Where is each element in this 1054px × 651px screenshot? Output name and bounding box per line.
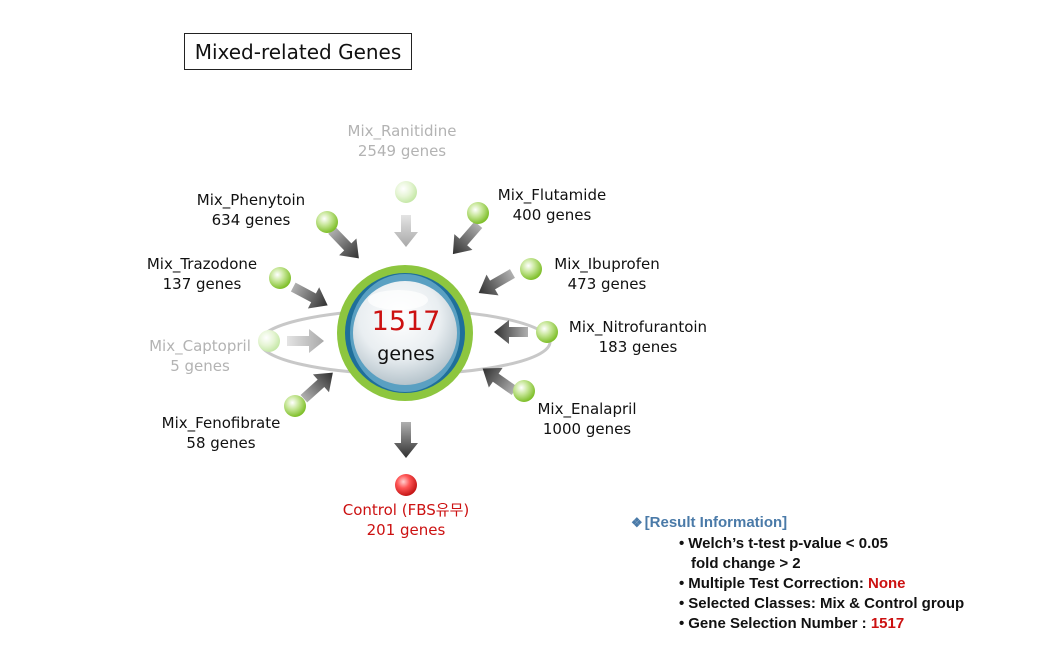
label-trazodone: Mix_Trazodone 137 genes [136,254,268,294]
label-name: Mix_Captopril [149,337,251,355]
label-ranitidine: Mix_Ranitidine 2549 genes [336,121,468,161]
arrow-trazodone [290,282,328,309]
label-genes: 58 genes [186,434,256,452]
result-info-item: •Multiple Test Correction: None [679,574,964,594]
diagram-title: Mixed-related Genes [184,33,412,70]
label-name: Mix_Nitrofurantoin [568,318,708,336]
node-flutamide [467,202,489,224]
label-name: Mix_Ibuprofen [554,255,660,273]
arrow-control [394,422,418,458]
arrow-ranitidine [394,215,418,247]
nodes [258,181,558,496]
label-genes: 473 genes [567,275,647,293]
diamond-bullet-icon: ❖ [631,515,643,530]
bullet-icon: • [679,595,685,612]
label-genes: 137 genes [162,275,242,293]
label-name: Mix_Trazodone [146,255,258,273]
arrow-nitrofurantoin [494,320,528,344]
label-name: Mix_Flutamide [497,186,607,204]
label-flutamide: Mix_Flutamide 400 genes [488,185,616,225]
label-genes: 2549 genes [357,142,447,160]
node-ranitidine [395,181,417,203]
result-info-text: Selected Classes: Mix & Control group [688,595,965,612]
node-enalapril [513,380,535,402]
result-info-text: Welch’s t-test p-value < 0.05 [688,535,888,552]
hub-count: 1517 [371,306,441,337]
arrow-enalapril [482,367,518,395]
result-info-highlight: None [868,575,906,592]
bullet-icon: • [679,535,685,552]
bullet-icon: • [679,575,685,592]
result-info-header: ❖[Result Information] [631,514,964,531]
bullet-icon: • [679,615,685,632]
label-nitrofurantoin: Mix_Nitrofurantoin 183 genes [563,317,713,357]
node-control [395,474,417,496]
label-name: Mix_Fenofibrate [161,414,281,432]
label-name: Mix_Enalapril [537,400,637,418]
label-name: Control (FBS유무) [342,501,470,519]
arrow-flutamide [452,221,483,255]
result-info-list: •Welch’s t-test p-value < 0.05 fold chan… [679,534,964,634]
arrow-fenofibrate [300,372,333,403]
node-ibuprofen [520,258,542,280]
label-control: Control (FBS유무) 201 genes [330,500,482,540]
arrows [287,215,528,458]
arrow-captopril [287,329,324,353]
label-name: Mix_Phenytoin [196,191,306,209]
label-genes: 400 genes [512,206,592,224]
node-trazodone [269,267,291,289]
hub-unit: genes [377,343,435,365]
result-info-highlight: 1517 [870,615,905,632]
label-genes: 5 genes [170,357,230,375]
label-fenofibrate: Mix_Fenofibrate 58 genes [150,413,292,453]
label-phenytoin: Mix_Phenytoin 634 genes [186,190,316,230]
label-name: Mix_Ranitidine [347,122,457,140]
result-info-item: fold change > 2 [679,554,964,574]
result-info-title: [Result Information] [644,514,788,531]
label-captopril: Mix_Captopril 5 genes [138,336,262,376]
result-info-item: •Welch’s t-test p-value < 0.05 [679,534,964,554]
label-ibuprofen: Mix_Ibuprofen 473 genes [543,254,671,294]
result-information: ❖[Result Information] •Welch’s t-test p-… [631,514,964,634]
result-info-text: Gene Selection Number : [688,615,871,632]
label-genes: 183 genes [598,338,678,356]
label-genes: 1000 genes [542,420,632,438]
node-nitrofurantoin [536,321,558,343]
arrow-ibuprofen [478,269,515,296]
node-phenytoin [316,211,338,233]
hub [337,265,473,401]
result-info-item: •Selected Classes: Mix & Control group [679,594,964,614]
result-info-text: fold change > 2 [691,555,801,572]
result-info-item: •Gene Selection Number : 1517 [679,614,964,634]
node-fenofibrate [284,395,306,417]
label-genes: 634 genes [211,211,291,229]
label-enalapril: Mix_Enalapril 1000 genes [524,399,650,439]
label-genes: 201 genes [366,521,446,539]
result-info-text: Multiple Test Correction: [688,575,868,592]
node-captopril [258,330,280,352]
arrow-phenytoin [328,226,359,259]
